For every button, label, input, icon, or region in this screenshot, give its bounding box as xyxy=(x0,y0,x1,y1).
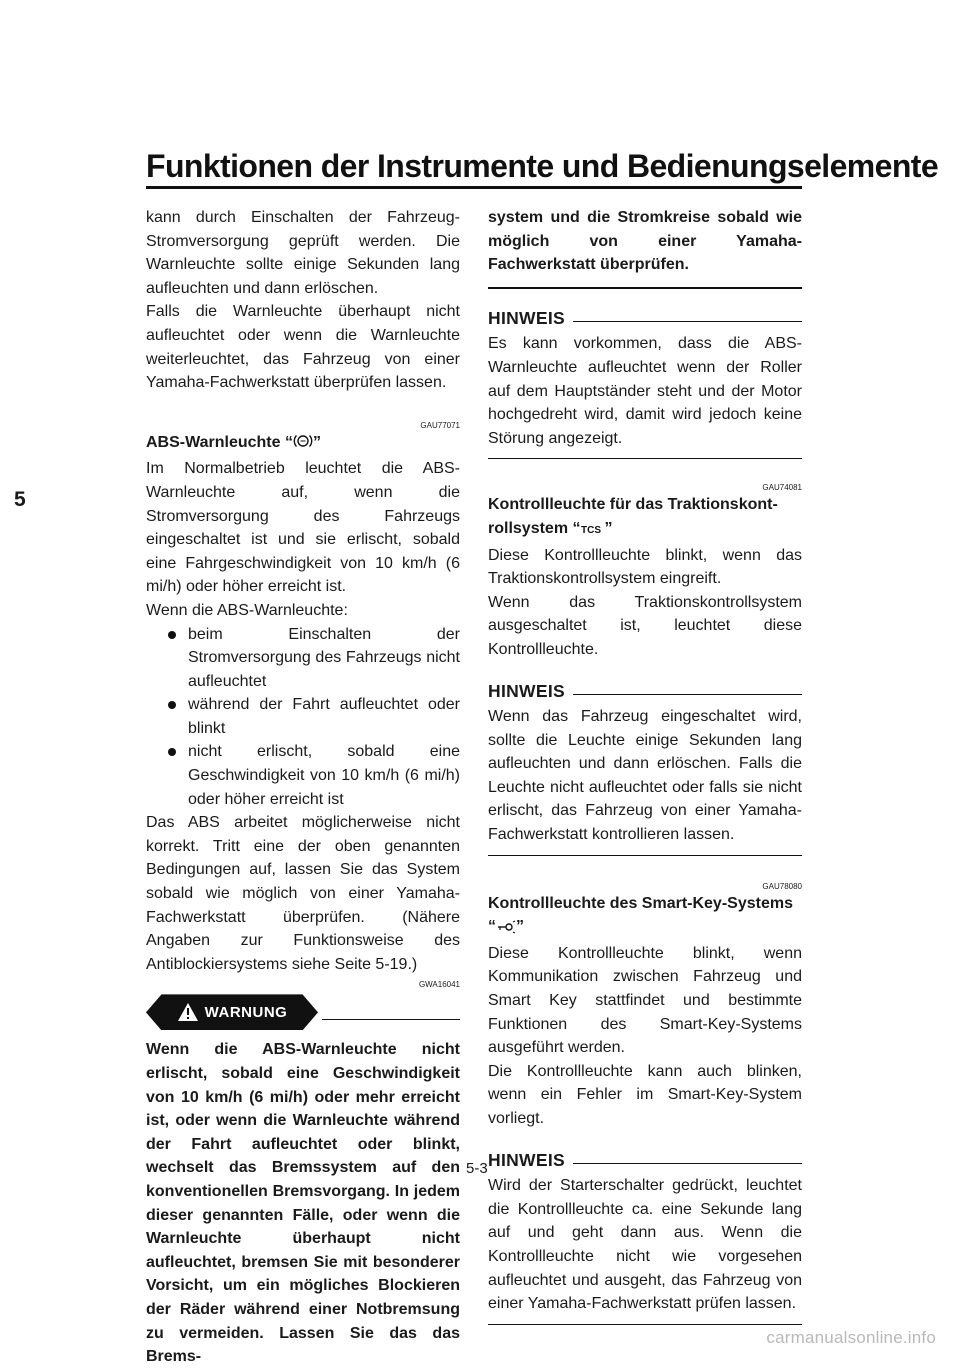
warning-badge: WARNUNG xyxy=(146,994,318,1031)
left-column: kann durch Einschalten der Fahrzeug-Stro… xyxy=(146,206,460,1369)
abs-condition-list: beim Einschalten der Stromversorgung des… xyxy=(146,623,460,812)
tcs-heading: Kontrollleuchte für das Traktionskont- r… xyxy=(488,493,802,543)
svg-text:TCS: TCS xyxy=(581,525,601,536)
abs-section-code: GAU77071 xyxy=(420,420,460,430)
note-header: HINWEIS xyxy=(488,307,802,331)
warning-continued-text: system und die Stromkreise sobald wie mö… xyxy=(488,209,802,274)
smart-key-icon xyxy=(496,918,516,942)
list-item: beim Einschalten der Stromversorgung des… xyxy=(168,623,460,694)
tcs-icon: TCS xyxy=(580,520,604,544)
note-tcs-text: Wenn das Fahrzeug eingeschaltet wird, so… xyxy=(488,708,802,844)
page-number: 5-3 xyxy=(466,1160,488,1177)
note-end-rule xyxy=(488,854,802,856)
list-item: während der Fahrt aufleuchtet oder blink… xyxy=(168,693,460,740)
note-end-rule xyxy=(488,458,802,460)
smart-key-heading: Kontrollleuchte des Smart-Key-Systems “” xyxy=(488,892,802,942)
abs-paragraph-1: Im Normalbetrieb leuchtet die ABS-Warnle… xyxy=(146,460,460,596)
bullet-icon xyxy=(168,630,176,639)
tcs-paragraph-1: Diese Kontrollleuchte blinkt, wenn das T… xyxy=(488,546,802,588)
warning-code: GWA16041 xyxy=(418,980,460,990)
bullet-icon xyxy=(168,748,176,757)
warning-rule xyxy=(322,1018,460,1021)
abs-paragraph-3: Das ABS arbeitet möglicherweise nicht ko… xyxy=(146,814,460,973)
warning-end-rule xyxy=(488,286,802,289)
smart-key-section-code: GAU78080 xyxy=(762,881,802,891)
note-header: HINWEIS xyxy=(488,680,802,704)
header-rule xyxy=(146,186,802,189)
intro-paragraph-1: kann durch Einschalten der Fahrzeug-Stro… xyxy=(146,209,460,297)
right-column: system und die Stromkreise sobald wie mö… xyxy=(488,206,802,1325)
note-abs-text: Es kann vorkommen, dass die ABS-Warnleuc… xyxy=(488,335,802,447)
watermark: carmanualsonline.info xyxy=(766,1328,936,1347)
note-header: HINWEIS xyxy=(488,1149,802,1173)
warning-header: WARNUNG xyxy=(146,994,460,1031)
chapter-tab: 5 xyxy=(14,488,26,511)
warning-text: Wenn die ABS-Warnleuchte nicht erlischt,… xyxy=(146,1041,460,1366)
note-smart-key-text: Wird der Starterschalter gedrückt, leuch… xyxy=(488,1177,802,1313)
smart-key-paragraph-1: Diese Kontrollleuchte blinkt, wenn Kommu… xyxy=(488,944,802,1057)
abs-paragraph-2: Wenn die ABS-Warnleuchte: xyxy=(146,601,348,619)
bullet-icon xyxy=(168,701,176,710)
abs-heading: ABS-Warnleuchte “” xyxy=(146,431,460,458)
list-item: nicht erlischt, sobald eine Geschwindigk… xyxy=(168,740,460,811)
tcs-paragraph-2: Wenn das Traktionskontrollsystem ausgesc… xyxy=(488,593,802,658)
note-end-rule xyxy=(488,1323,802,1325)
abs-warning-icon xyxy=(293,432,313,458)
page-title: Funktionen der Instrumente und Bedienung… xyxy=(146,148,939,184)
intro-paragraph-2: Falls die Warnleuchte überhaupt nicht au… xyxy=(146,303,460,392)
tcs-section-code: GAU74081 xyxy=(762,483,802,493)
smart-key-paragraph-2: Die Kontrollleuchte kann auch blinken, w… xyxy=(488,1062,802,1127)
warning-triangle-icon xyxy=(177,1002,199,1022)
